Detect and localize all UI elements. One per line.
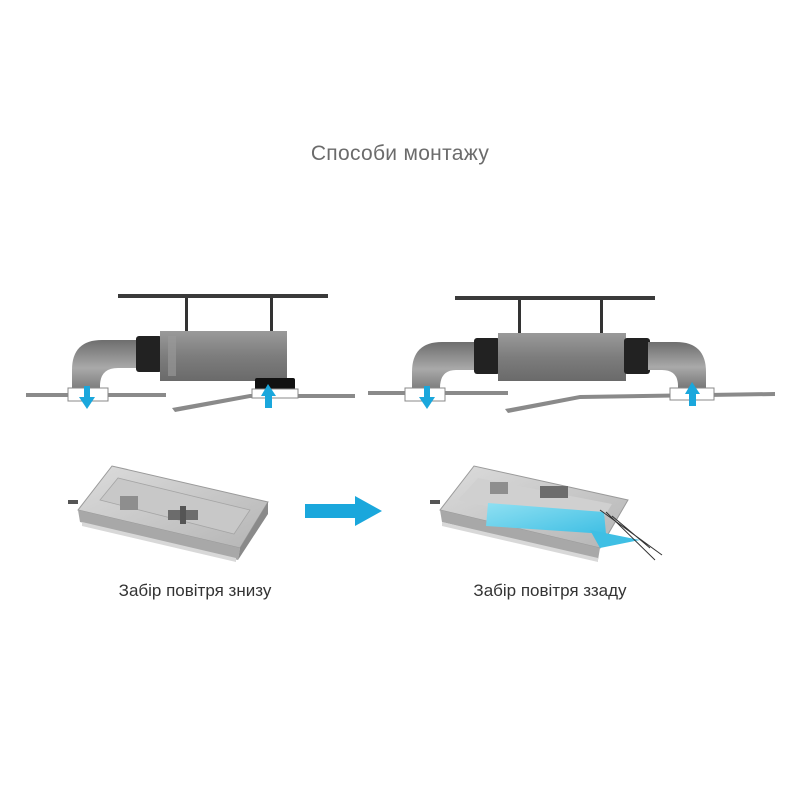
inflow-arrow: [261, 384, 276, 408]
elbow-duct: [72, 340, 150, 396]
outflow-arrow: [419, 386, 435, 409]
schematic-bottom-intake: [26, 294, 355, 412]
false-ceiling: [505, 392, 775, 413]
page-title: Способи монтажу: [310, 142, 490, 165]
caption-bottom-intake: Забір повітря знизу: [118, 581, 272, 600]
flex-connector: [136, 336, 162, 372]
hanger-rod: [185, 298, 188, 332]
hanger-rod: [600, 300, 603, 334]
elbow-duct: [648, 342, 706, 392]
inflow-arrow: [685, 382, 700, 406]
caption-rear-intake: Забір повітря ззаду: [473, 581, 627, 600]
intake-filter: [255, 378, 295, 390]
ceiling-slab: [455, 296, 655, 300]
outflow-arrow: [79, 386, 95, 409]
transition-arrow: [305, 496, 382, 526]
flex-connector: [474, 338, 500, 374]
ceiling-slab: [118, 294, 328, 298]
rear-filter-panel: [486, 503, 606, 534]
unit-rear-intake-illustration: [430, 465, 663, 562]
flex-connector: [624, 338, 650, 374]
indoor-unit: [498, 333, 626, 381]
indoor-unit: [160, 331, 287, 381]
schematic-rear-intake: [368, 296, 775, 413]
hanger-rod: [518, 300, 521, 334]
intake-grille: [251, 388, 299, 399]
unit-bottom-intake-illustration: [68, 465, 269, 562]
elbow-duct: [412, 342, 480, 396]
